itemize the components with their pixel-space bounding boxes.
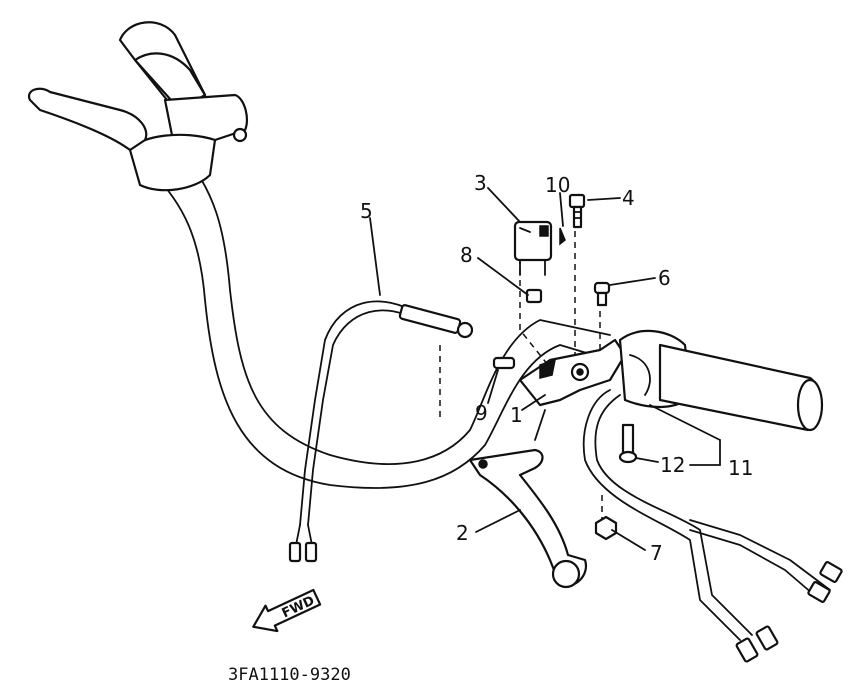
pivot-bolt bbox=[492, 356, 516, 370]
right-grip-assembly bbox=[618, 329, 824, 432]
collar-8 bbox=[525, 288, 543, 304]
callout-5: 5 bbox=[360, 199, 373, 223]
callout-2: 2 bbox=[456, 521, 469, 545]
brake-switch bbox=[513, 220, 553, 276]
bolt-4 bbox=[568, 193, 586, 229]
callout-10: 10 bbox=[545, 173, 570, 197]
callout-3: 3 bbox=[474, 171, 487, 195]
forward-direction-arrow: FWD bbox=[252, 588, 322, 633]
callout-6: 6 bbox=[658, 266, 671, 290]
screw-12 bbox=[618, 423, 638, 464]
handlebar bbox=[149, 149, 611, 489]
screw-6 bbox=[593, 281, 611, 307]
small-screw bbox=[559, 227, 566, 246]
right-wire-harness bbox=[582, 389, 843, 663]
callout-12: 12 bbox=[660, 453, 685, 477]
callout-7: 7 bbox=[650, 541, 663, 565]
lever-holder bbox=[518, 338, 627, 407]
drawing-code: 3FA1110-9320 bbox=[228, 665, 351, 685]
callout-1: 1 bbox=[510, 403, 523, 427]
callout-4: 4 bbox=[622, 186, 635, 210]
nut-7 bbox=[594, 515, 618, 541]
leader-lines bbox=[369, 187, 721, 551]
brake-lever bbox=[468, 448, 588, 589]
cable-assembly bbox=[288, 300, 474, 563]
callout-11: 11 bbox=[728, 456, 753, 480]
left-grip-assembly bbox=[27, 21, 249, 192]
callout-9: 9 bbox=[475, 401, 488, 425]
callout-8: 8 bbox=[460, 243, 473, 267]
callout-labels: 3 10 4 5 8 6 9 1 12 11 2 7 bbox=[360, 171, 753, 565]
